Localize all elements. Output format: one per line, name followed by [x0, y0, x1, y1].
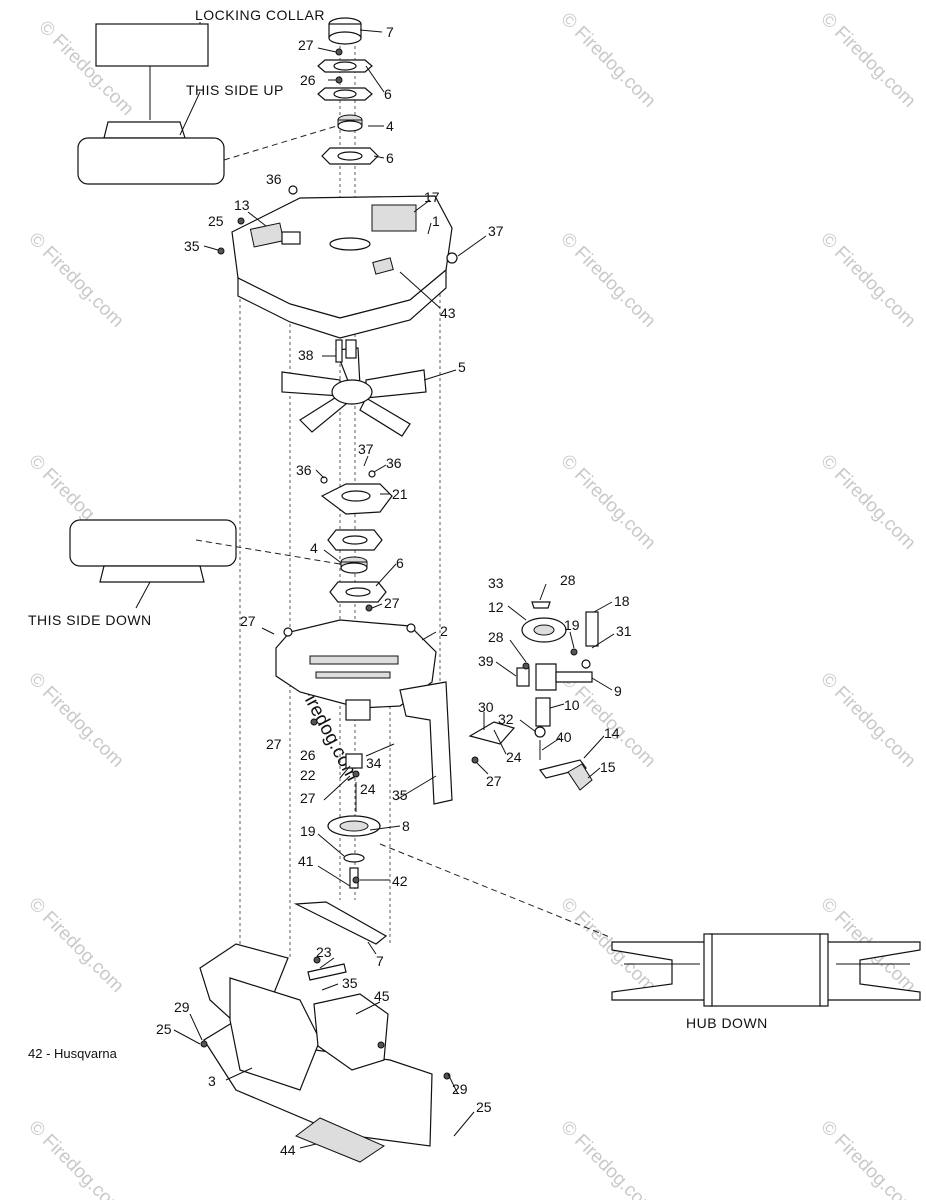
callout-3: 3	[208, 1073, 216, 1089]
watermark: © Firedog.com	[556, 1117, 659, 1200]
callout-44: 44	[280, 1142, 296, 1158]
callout-30: 30	[478, 699, 494, 715]
callout-33: 33	[488, 575, 504, 591]
callout-42: 42	[392, 873, 408, 889]
watermark: © Firedog.com	[816, 1117, 919, 1200]
callout-45: 45	[374, 988, 390, 1004]
idler-arm-assembly	[468, 601, 599, 791]
this-side-up-label: THIS SIDE UP	[186, 82, 284, 98]
watermark: © Firedog.com	[816, 451, 919, 554]
callout-16: 17	[424, 189, 440, 205]
watermark: © Firedog.com	[816, 669, 919, 772]
callout-17: 18	[614, 593, 630, 609]
callout-26: 26	[300, 72, 316, 88]
watermark: © Firedog.com	[556, 229, 659, 332]
callout-25: 25	[208, 213, 224, 229]
lower-bearing-stack	[320, 470, 393, 612]
callout-14: 14	[604, 725, 620, 741]
watermark: © Firedog.com	[816, 9, 919, 112]
callout-27: 27	[300, 790, 316, 806]
callout-43: 43	[440, 305, 456, 321]
lower-housing	[275, 619, 453, 805]
callout-6: 6	[386, 150, 394, 166]
callout-18: 19	[564, 617, 580, 633]
hub-down-label: HUB DOWN	[686, 1015, 768, 1031]
callout-27: 27	[298, 37, 314, 53]
callout-8: 8	[402, 818, 410, 834]
callout-1: 1	[432, 213, 440, 229]
callout-27: 27	[240, 613, 256, 629]
callout-5: 5	[458, 359, 466, 375]
callout-7: 7	[376, 953, 384, 969]
drive-pulley-assembly	[293, 718, 613, 945]
leader-lines	[173, 29, 615, 1149]
callout-2: 2	[440, 623, 448, 639]
callout-10: 10	[564, 697, 580, 713]
callout-11: 7	[386, 24, 394, 40]
callout-37: 37	[358, 441, 374, 457]
callout-4: 4	[386, 118, 394, 134]
callout-13: 13	[234, 197, 250, 213]
callout-27: 27	[486, 773, 502, 789]
callout-28: 28	[560, 572, 576, 588]
watermark: © Firedog.com	[816, 229, 919, 332]
callout-27: 27	[384, 595, 400, 611]
callout-9: 9	[614, 683, 622, 699]
watermark: © Firedog.com	[24, 894, 127, 997]
callout-23: 24	[360, 781, 376, 797]
callout-39: 39	[478, 653, 494, 669]
callout-35: 35	[184, 238, 200, 254]
callout-31: 31	[616, 623, 632, 639]
callout-28: 28	[488, 629, 504, 645]
callout-35: 35	[392, 787, 408, 803]
this-side-down-callout: THIS SIDE DOWN	[28, 519, 341, 628]
callout-12: 12	[488, 599, 504, 615]
callout-36: 36	[296, 462, 312, 478]
watermark: © Firedog.com	[24, 229, 127, 332]
callout-29: 29	[452, 1081, 468, 1097]
callout-38: 38	[298, 347, 314, 363]
callout-35: 35	[342, 975, 358, 991]
hub-down-inset: HUB DOWN	[611, 933, 921, 1031]
watermark: © Firedog.com	[556, 9, 659, 112]
callout-29: 29	[174, 999, 190, 1015]
watermark: © Firedog.com	[24, 1117, 127, 1200]
callout-36: 36	[266, 171, 282, 187]
upper-bearing-stack	[317, 17, 379, 165]
callout-24: 24	[506, 749, 522, 765]
callout-37: 37	[488, 223, 504, 239]
callout-6: 6	[384, 86, 392, 102]
callout-34: 34	[366, 755, 382, 771]
callout-36: 36	[386, 455, 402, 471]
callout-numbers: 7 27 6 26 4 6 36 17 1 13 25 37 35 43 38 …	[156, 24, 632, 1158]
callout-25: 25	[476, 1099, 492, 1115]
callout-32: 32	[498, 711, 514, 727]
page-label: 42 - Husqvarna	[28, 1046, 117, 1061]
callout-20: 21	[392, 486, 408, 502]
callout-41: 41	[298, 853, 314, 869]
callout-6: 6	[396, 555, 404, 571]
this-side-down-label: THIS SIDE DOWN	[28, 612, 152, 628]
watermark: © Firedog.com	[556, 451, 659, 554]
callout-15: 15	[600, 759, 616, 775]
callout-22: 23	[316, 944, 332, 960]
upper-housing	[217, 185, 458, 339]
locking-collar-label: LOCKING COLLAR	[195, 7, 325, 23]
callout-4: 4	[310, 540, 318, 556]
discharge-chute	[199, 943, 451, 1163]
watermark: © Firedog.com	[24, 669, 127, 772]
callout-27: 27	[266, 736, 282, 752]
callout-26: 26	[300, 747, 316, 763]
callout-40: 40	[556, 729, 572, 745]
locking-collar-callout: LOCKING COLLAR THIS SIDE UP	[77, 7, 341, 185]
callout-19: 19	[300, 823, 316, 839]
fan-blade	[281, 339, 427, 437]
watermark: © Firedog.com	[556, 669, 659, 772]
callout-21: 22	[300, 767, 316, 783]
callout-25: 25	[156, 1021, 172, 1037]
